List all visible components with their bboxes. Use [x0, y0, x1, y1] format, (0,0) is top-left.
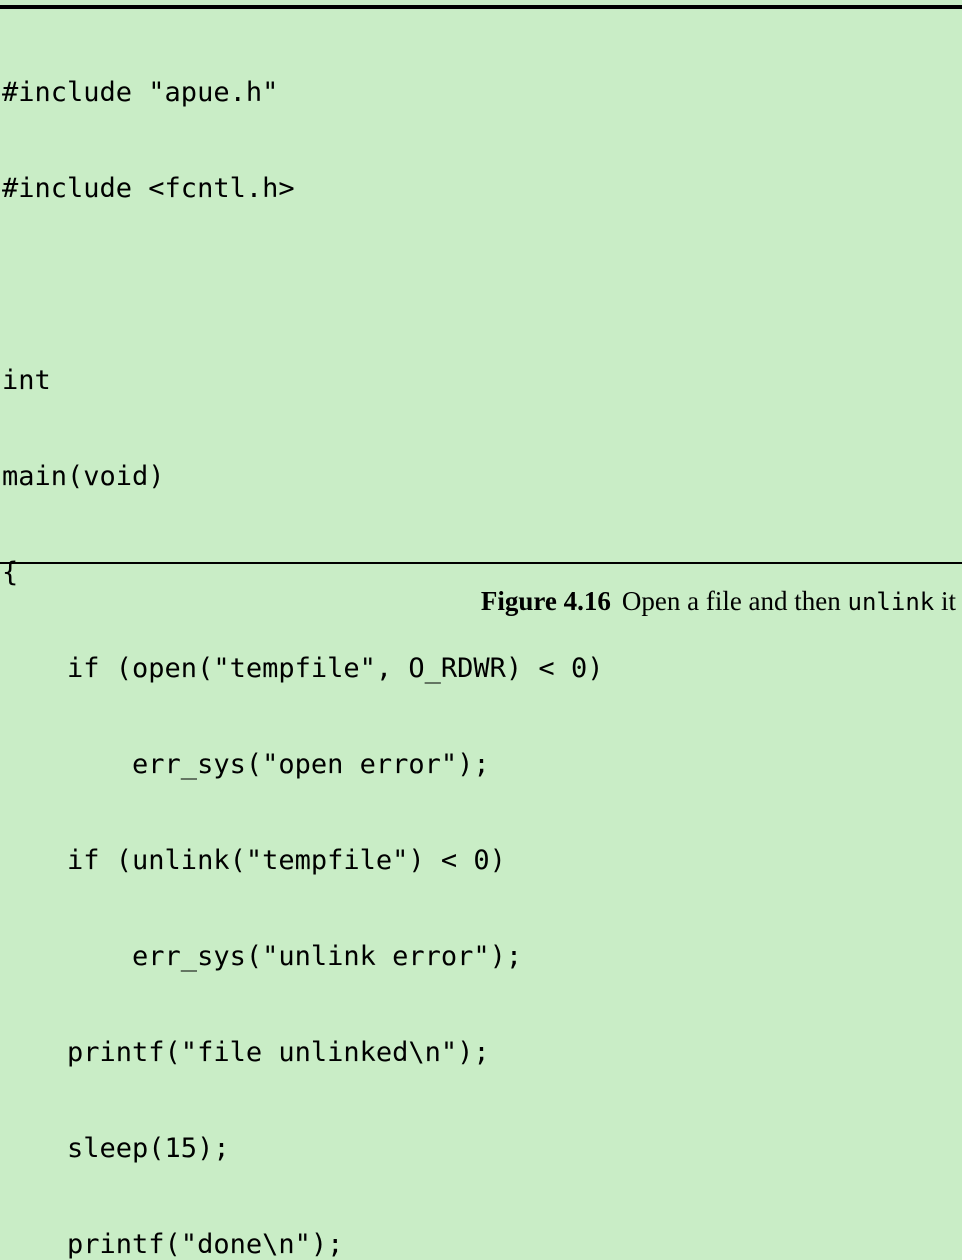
code-line: err_sys("unlink error"); [2, 941, 523, 972]
code-listing: #include "apue.h" #include <fcntl.h> int… [0, 13, 962, 1260]
figure-caption-mono-term: unlink [847, 588, 935, 616]
code-line: #include <fcntl.h> [2, 173, 295, 204]
figure-caption: Figure 4.16 Open a file and then unlink i… [0, 585, 956, 618]
code-line: sleep(15); [2, 1133, 230, 1164]
code-line: printf("file unlinked\n"); [2, 1037, 490, 1068]
figure-caption-label: Figure 4.16 [480, 586, 611, 616]
figure-top-rule [0, 5, 962, 9]
code-line: main(void) [2, 461, 165, 492]
figure-caption-text-before: Open a file and then [621, 586, 841, 616]
figure-bottom-rule [0, 562, 962, 564]
code-figure: #include "apue.h" #include <fcntl.h> int… [0, 5, 962, 1260]
figure-caption-text-after: it [940, 586, 956, 616]
code-line: if (unlink("tempfile") < 0) [2, 845, 506, 876]
code-line-blank [0, 269, 962, 301]
code-line: printf("done\n"); [2, 1229, 344, 1260]
code-line: { [2, 557, 19, 588]
code-line: err_sys("open error"); [2, 749, 490, 780]
code-line: if (open("tempfile", O_RDWR) < 0) [2, 653, 604, 684]
code-line: #include "apue.h" [2, 77, 279, 108]
code-line: int [2, 365, 51, 396]
